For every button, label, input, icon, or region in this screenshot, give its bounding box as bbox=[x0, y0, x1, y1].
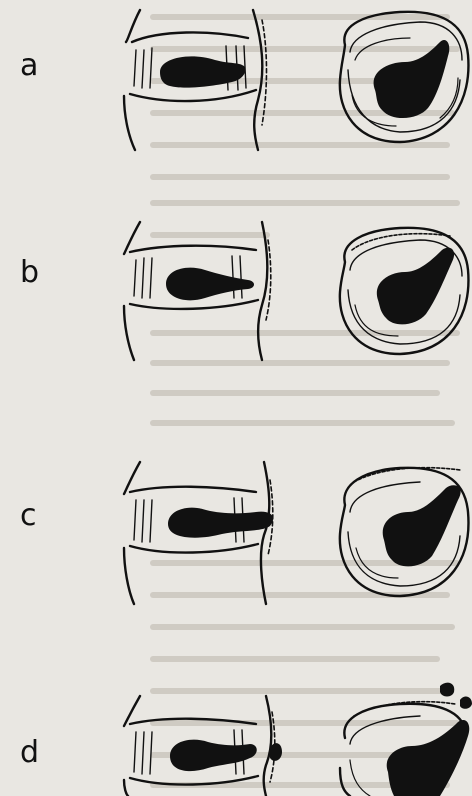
panel-b-axial-view bbox=[340, 228, 469, 354]
sequestered-fragment bbox=[460, 697, 472, 709]
panel-a-axial-view bbox=[340, 12, 469, 142]
panel-d-axial-view bbox=[340, 683, 472, 796]
panel-b-sagittal-view bbox=[124, 222, 271, 360]
nucleus-pulposus bbox=[387, 720, 470, 796]
panel-a-sagittal-view bbox=[124, 10, 267, 150]
sequestered-fragment bbox=[270, 743, 282, 761]
panel-c-sagittal-view bbox=[124, 462, 273, 604]
nucleus-pulposus bbox=[160, 56, 245, 87]
nucleus-pulposus bbox=[374, 40, 450, 118]
nucleus-pulposus bbox=[377, 248, 454, 325]
sequestered-fragment bbox=[440, 683, 454, 697]
panel-d-sagittal-view bbox=[124, 696, 282, 796]
panel-c-axial-view bbox=[340, 468, 469, 596]
nucleus-pulposus bbox=[383, 485, 461, 566]
nucleus-pulposus bbox=[168, 508, 273, 538]
